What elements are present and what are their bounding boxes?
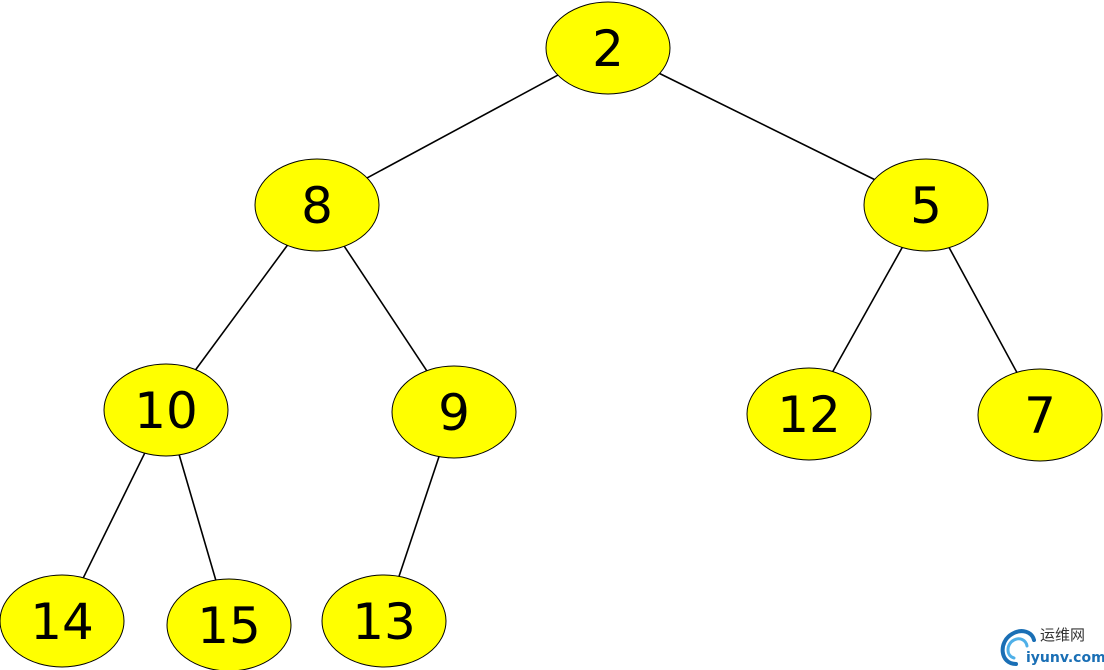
tree-node-9: 9	[391, 365, 517, 459]
edge-n10-n14	[82, 452, 146, 579]
tree-node-13: 13	[321, 574, 447, 668]
tree-node-12: 12	[746, 367, 872, 461]
node-label: 2	[592, 20, 624, 78]
tree-node-5: 5	[863, 158, 989, 252]
tree-node-7: 7	[977, 368, 1103, 462]
edge-n5-n12	[832, 247, 903, 372]
node-ellipse	[254, 158, 380, 252]
edge-n8-n9	[343, 245, 428, 372]
node-label: 15	[197, 597, 261, 655]
node-ellipse	[391, 365, 517, 459]
node-ellipse	[0, 574, 125, 668]
tree-node-10: 10	[103, 363, 229, 457]
edge-n5-n7	[948, 247, 1018, 373]
edge-n2-n8	[366, 74, 559, 179]
edge-n10-n15	[178, 454, 217, 581]
tree-node-14: 14	[0, 574, 125, 668]
node-label: 12	[777, 386, 841, 444]
swirl-logo-icon	[1000, 629, 1036, 666]
edge-n2-n5	[659, 72, 875, 181]
node-ellipse	[863, 158, 989, 252]
node-label: 9	[438, 384, 470, 442]
tree-edges	[82, 72, 1018, 581]
node-label: 10	[134, 382, 198, 440]
node-ellipse	[103, 363, 229, 457]
node-ellipse	[545, 1, 671, 95]
node-label: 13	[352, 593, 416, 651]
node-label: 8	[301, 177, 333, 235]
edge-n8-n10	[195, 244, 288, 371]
node-ellipse	[321, 574, 447, 668]
node-ellipse	[746, 367, 872, 461]
node-ellipse	[977, 368, 1103, 462]
node-label: 7	[1024, 387, 1056, 445]
watermark: 运维网 iyunv.com	[1000, 626, 1104, 666]
node-ellipse	[166, 578, 292, 670]
tree-node-15: 15	[166, 578, 292, 670]
edge-n9-n13	[398, 456, 440, 577]
node-label: 14	[30, 593, 94, 651]
tree-node-8: 8	[254, 158, 380, 252]
node-label: 5	[910, 177, 942, 235]
watermark-text-cn: 运维网	[1040, 626, 1085, 644]
tree-node-2: 2	[545, 1, 671, 95]
watermark-text-en: iyunv.com	[1026, 650, 1104, 666]
